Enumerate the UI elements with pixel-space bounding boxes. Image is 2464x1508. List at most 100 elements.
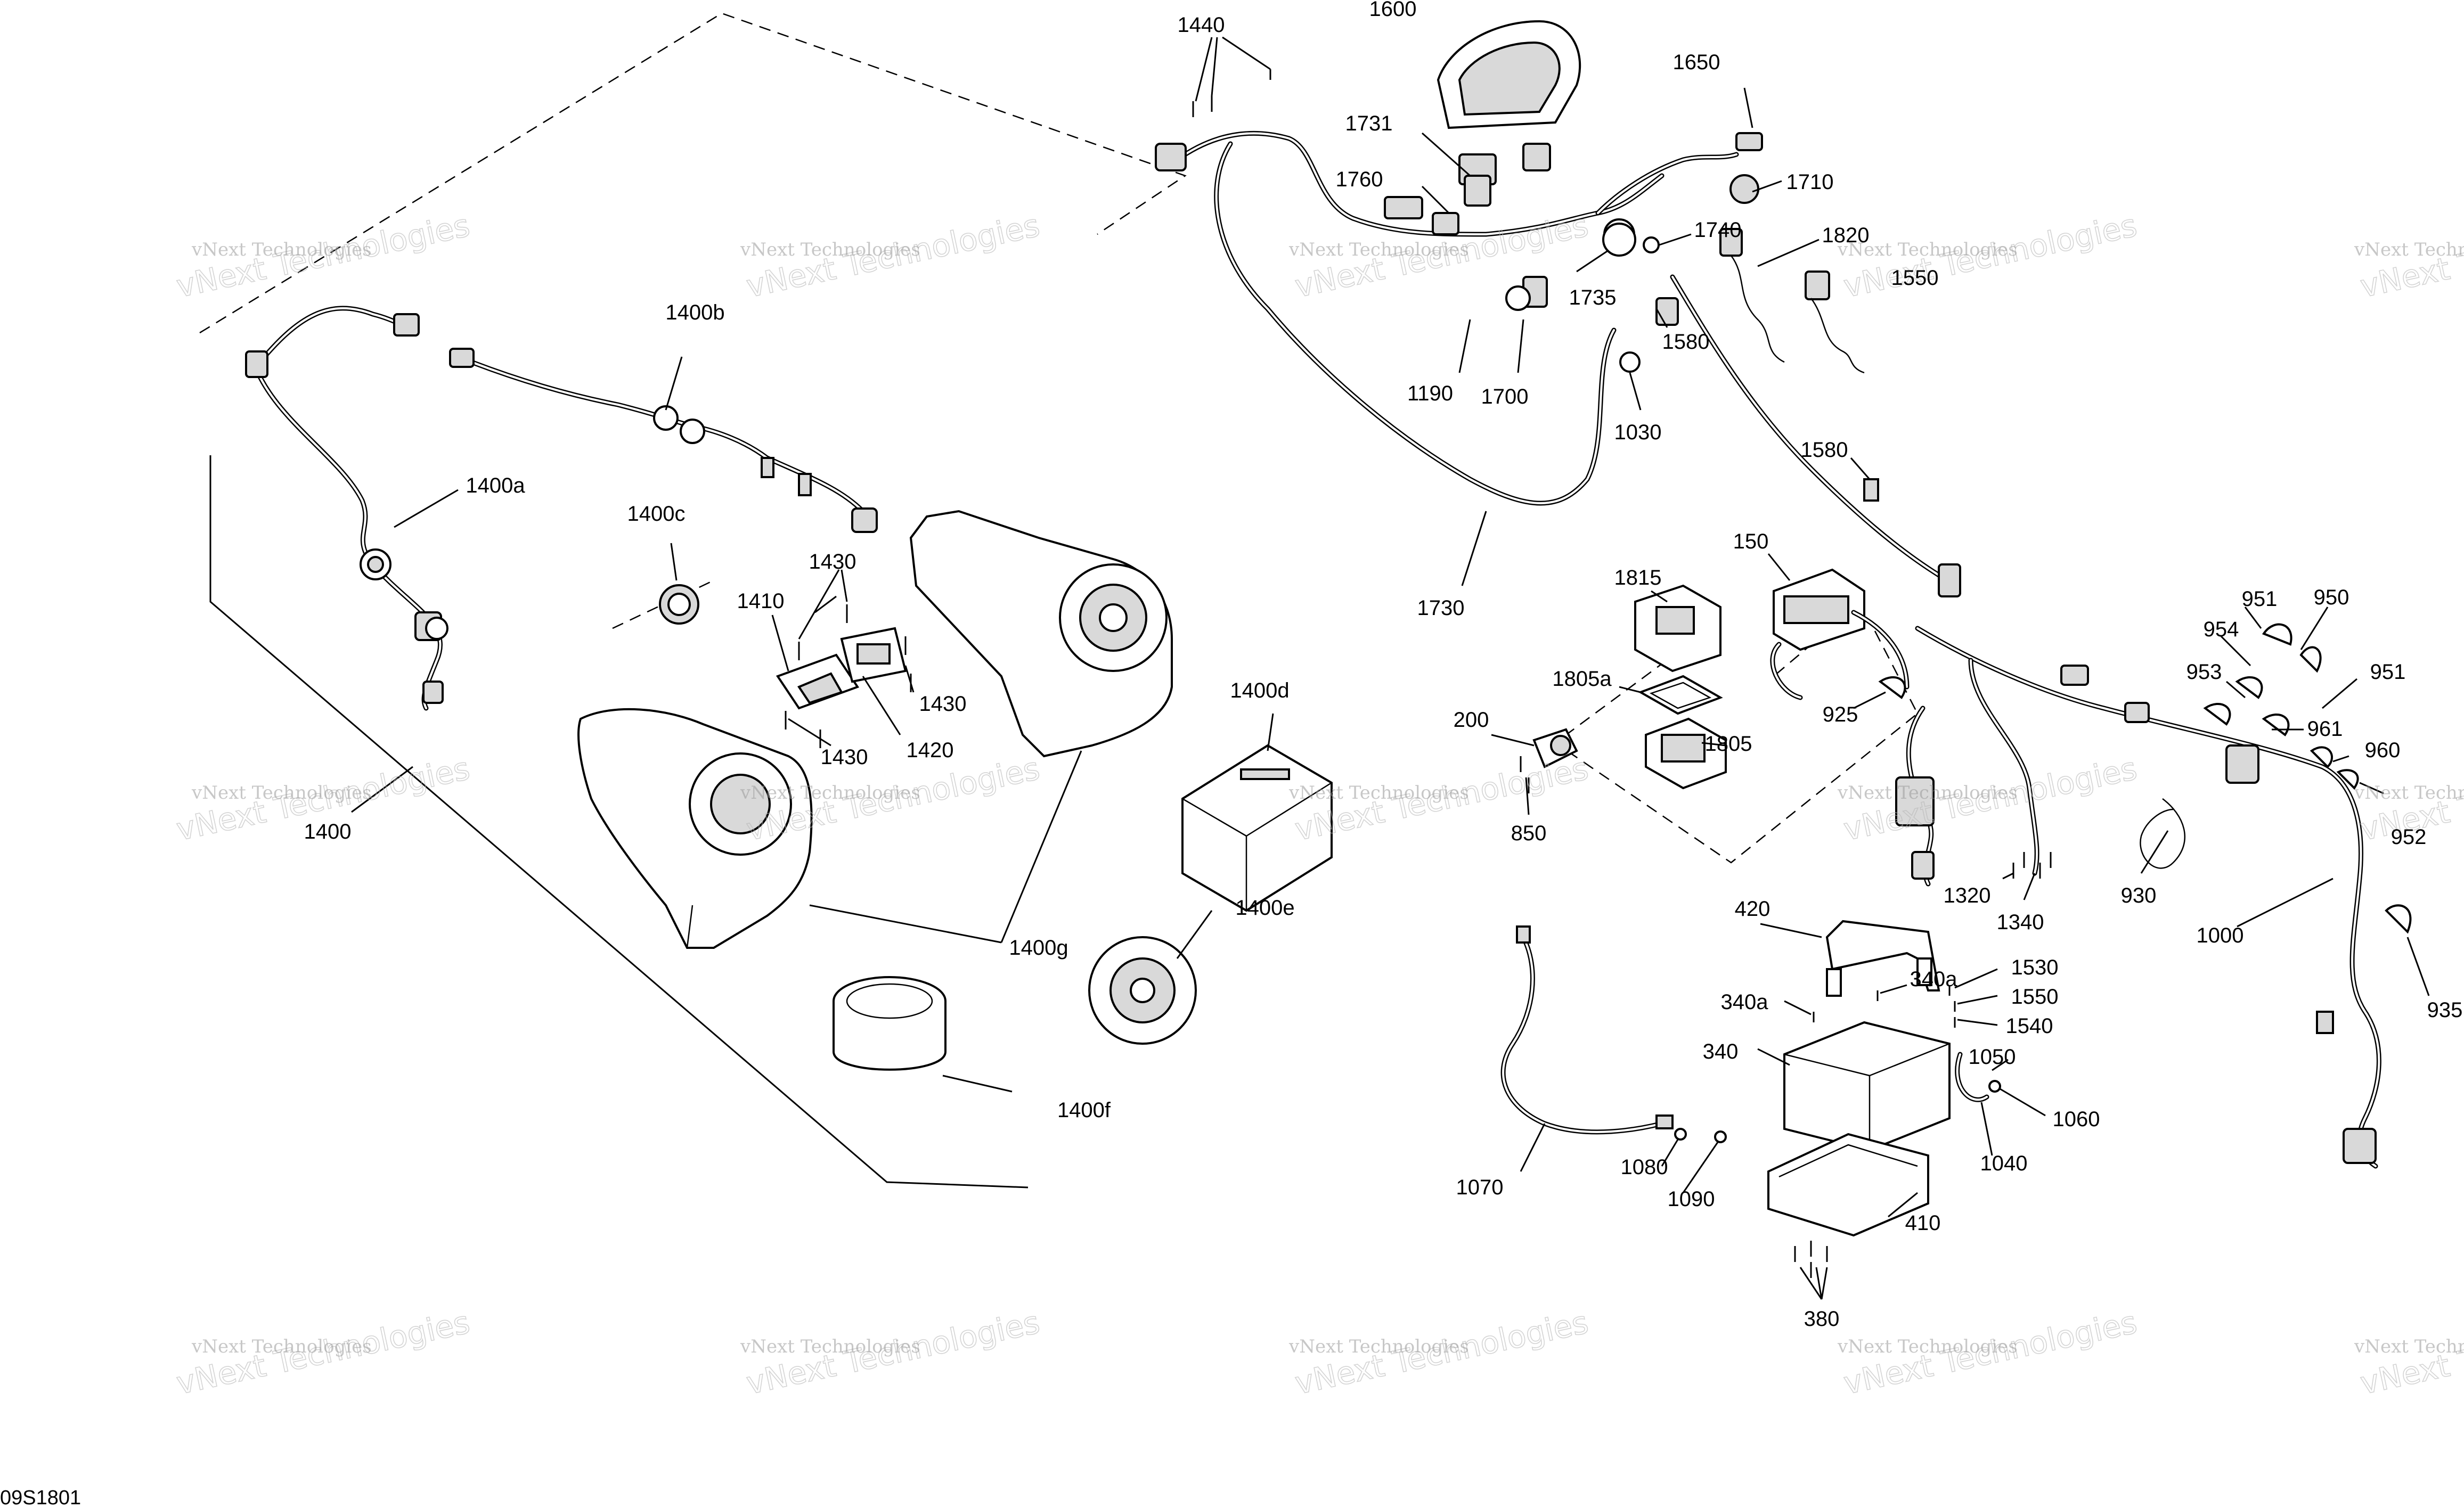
- harness-1400a: [245, 306, 448, 711]
- callout-label: 1410: [737, 589, 785, 613]
- watermark-small: vNext Technologies: [2354, 239, 2464, 260]
- callout-label: 1760: [1336, 168, 1383, 191]
- callout-label: 1530: [2011, 956, 2059, 979]
- clip-925: [1878, 676, 1906, 699]
- watermark-small: vNext Technologies: [1288, 1336, 1469, 1357]
- callout-label: 1730: [1417, 596, 1465, 620]
- watermark-small: vNext Technologies: [1837, 239, 2018, 260]
- watermark-small: vNext Technologies: [1288, 239, 1469, 260]
- callout-label: 410: [1905, 1211, 1941, 1235]
- callout-label: 1190: [1407, 382, 1453, 405]
- callout-label: 1820: [1822, 224, 1870, 247]
- callout-label: 1430: [821, 745, 868, 769]
- callout-label: 1420: [907, 739, 954, 762]
- callout-label: 935: [2427, 998, 2463, 1022]
- watermark-small: vNext Technologies: [740, 782, 920, 804]
- callout-label: 925: [1823, 703, 1858, 726]
- callout-label: 930: [2121, 884, 2157, 907]
- callout-label: 1805: [1705, 732, 1752, 756]
- nuts-1080-1090: [1674, 1080, 2001, 1143]
- callout-label: 1430: [919, 692, 967, 716]
- relay-1815: [1634, 584, 1721, 673]
- callout-label: 420: [1735, 897, 1771, 921]
- callout-label: 850: [1511, 822, 1547, 845]
- callout-label: 961: [2307, 717, 2343, 741]
- gauge-harness-components: [1432, 132, 1961, 597]
- callout-label: 1060: [2053, 1108, 2100, 1131]
- watermark-small: vNext Technologies: [191, 782, 372, 804]
- callout-label: 1710: [1786, 170, 1834, 194]
- battery-cable-1040: [1955, 1052, 1989, 1102]
- screws-380: [1794, 1241, 1828, 1278]
- callout-label: 1440: [1178, 13, 1225, 37]
- callout-label: 1650: [1673, 51, 1720, 74]
- callout-label: 952: [2391, 825, 2427, 849]
- callout-label: 1400g: [1009, 936, 1068, 960]
- callout-label: 200: [1454, 708, 1489, 732]
- callout-label: 1040: [1980, 1152, 2028, 1175]
- watermark-small: vNext Technologies: [1288, 782, 1469, 804]
- callout-label: 1430: [809, 550, 856, 573]
- callout-label: 340a: [1910, 968, 1958, 991]
- battery-cable-1070: [1500, 925, 1674, 1135]
- callout-label: 1340: [1997, 911, 2044, 934]
- battery-340: [1783, 1021, 1951, 1152]
- cable-ties-950-961: [2203, 623, 2412, 934]
- main-harness-1730: [1155, 130, 1941, 578]
- callout-label: 1400d: [1230, 679, 1289, 702]
- callout-label: 951: [2370, 660, 2406, 684]
- callout-label: 340: [1703, 1040, 1739, 1063]
- leader-lines: [394, 36, 2430, 1300]
- watermark-small: vNext Technologies: [740, 239, 920, 260]
- callout-label: 1400a: [466, 474, 525, 497]
- callout-label: 1805a: [1552, 667, 1612, 691]
- callout-label: 1731: [1345, 112, 1393, 135]
- callout-label: 1550: [2011, 985, 2059, 1009]
- callout-label: 1070: [1456, 1176, 1504, 1199]
- watermark-small: vNext Technologies: [1837, 1336, 2018, 1357]
- callout-label: 1090: [1668, 1187, 1715, 1211]
- callout-label: 1050: [1969, 1045, 2016, 1069]
- callout-label: 950: [2314, 586, 2349, 609]
- callout-label: 150: [1733, 530, 1769, 553]
- callout-label: 1400b: [665, 301, 724, 324]
- bracket-1410: [776, 653, 860, 710]
- screws-1320-1340: [2012, 852, 2052, 879]
- callout-label: 1320: [1944, 884, 1991, 907]
- watermark-small: vNext Technologies: [191, 239, 372, 260]
- starter-button-200: [1532, 728, 1578, 768]
- callout-label: 1700: [1481, 385, 1529, 408]
- callout-label: 1080: [1621, 1155, 1668, 1179]
- callout-label: 1000: [2197, 924, 2244, 947]
- audio-assembly-frame: [209, 455, 1029, 1189]
- watermark-small: vNext Technologies: [1837, 782, 2018, 804]
- harness-1400b: [449, 348, 878, 533]
- dashed-outline-audio-group: [199, 12, 1187, 629]
- watermark-small: vNext Technologies: [740, 1336, 920, 1357]
- screws-340a-1530: [1813, 985, 1956, 1028]
- callout-label: 1580: [1662, 330, 1710, 354]
- callout-label: 1550: [1891, 266, 1939, 290]
- bracket-1420: [840, 627, 907, 683]
- callout-labels: 1400 1400a 1400b 1400c 1400d 1400e 1400f…: [304, 0, 2463, 1331]
- callout-label: 1030: [1614, 421, 1662, 444]
- diagram-reference-code: 09S1801: [0, 1487, 81, 1508]
- callout-label: 1580: [1801, 438, 1848, 462]
- screws-850: [1520, 756, 1530, 793]
- callout-label: 951: [2242, 587, 2278, 611]
- callout-label: 1540: [2006, 1014, 2053, 1038]
- callout-label: 1815: [1614, 566, 1662, 589]
- callout-label: 380: [1804, 1307, 1840, 1331]
- callout-label: 960: [2365, 739, 2401, 762]
- speaker-housing-left-1400g: [577, 708, 813, 949]
- speaker-housing-right-1400g: [909, 510, 1173, 758]
- gauge-cluster-1600: [1437, 20, 1581, 129]
- speaker-1400e: [1088, 936, 1197, 1045]
- screws-1440: [1192, 69, 1271, 117]
- callout-label: 1600: [1369, 0, 1417, 21]
- relay-base-1805: [1645, 717, 1727, 790]
- watermark-small: vNext Technologies: [2354, 1336, 2464, 1357]
- relay-seal-1805a: [1638, 675, 1723, 715]
- watermark-small: vNext Technologies: [2354, 782, 2464, 804]
- watermark-small: vNext Technologies: [191, 1336, 372, 1357]
